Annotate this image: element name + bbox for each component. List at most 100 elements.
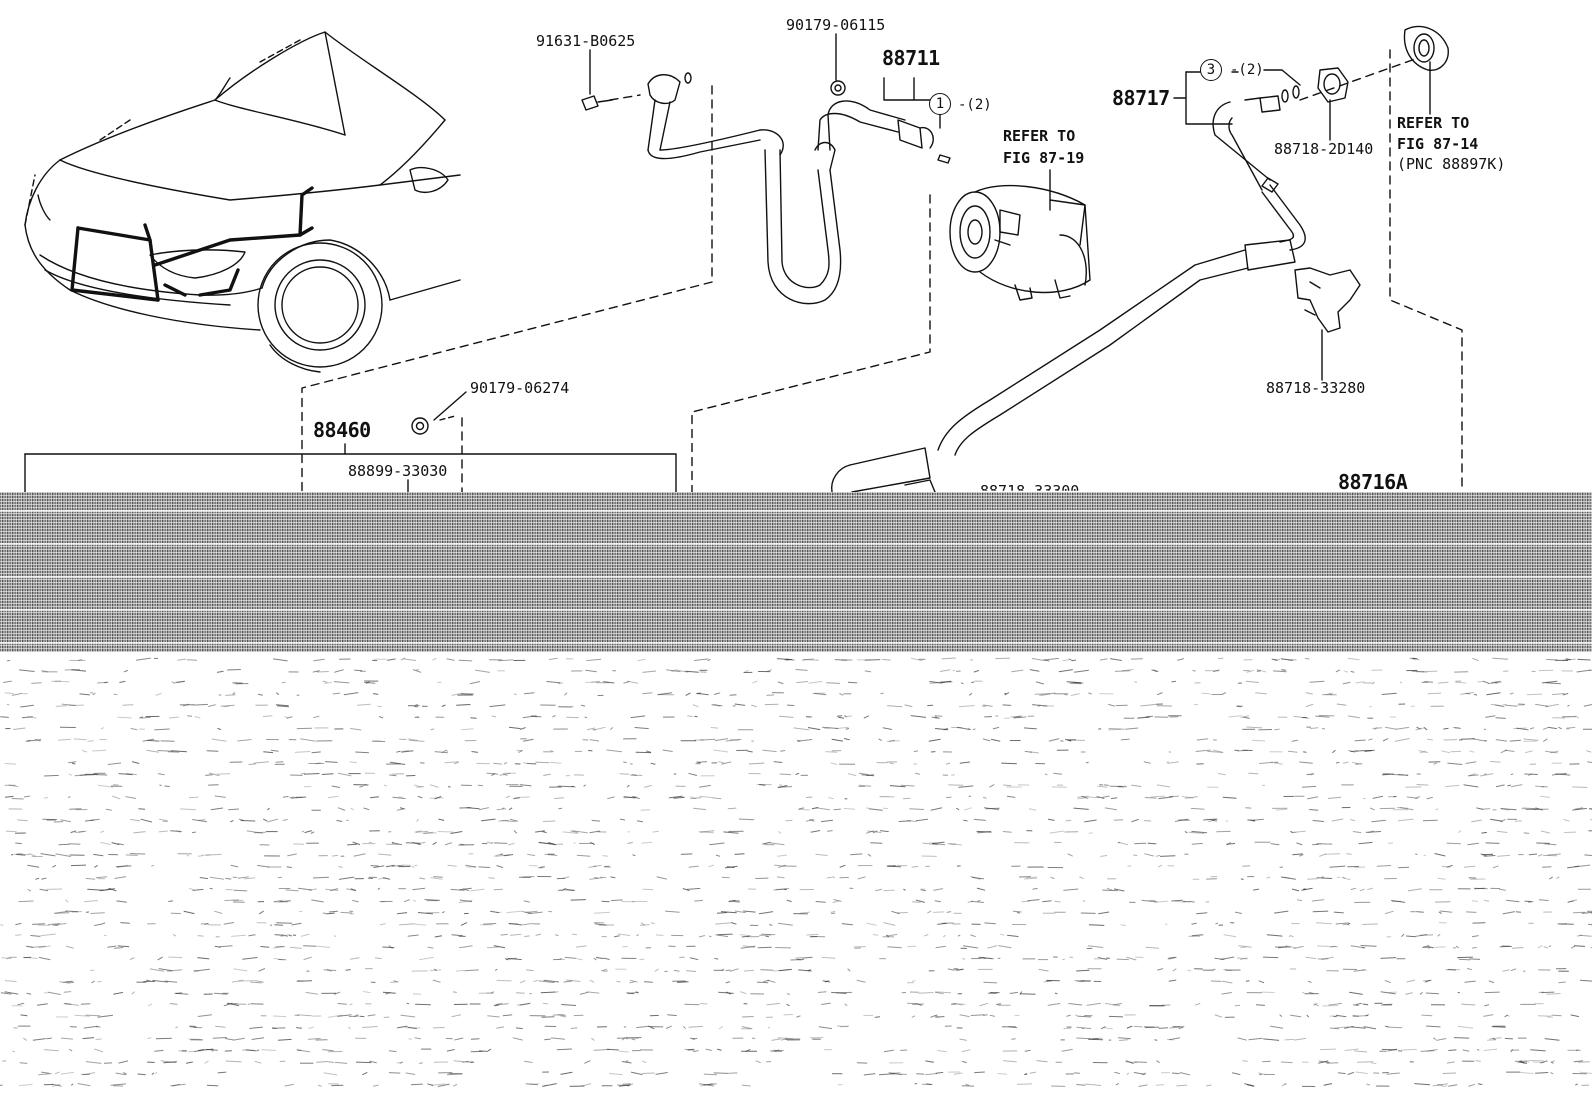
speckle-dash: [48, 992, 61, 994]
speckle-dash: [1387, 1027, 1402, 1028]
speckle-dash: [842, 924, 853, 925]
speckle-dash: [714, 1073, 729, 1074]
speckle-dash: [86, 912, 89, 913]
speckle-dash: [935, 716, 943, 717]
speckle-dash: [397, 809, 406, 811]
speckle-dash: [1353, 832, 1361, 833]
speckle-dash: [5, 764, 16, 765]
speckle-dash: [106, 809, 112, 810]
speckle-dash: [433, 658, 437, 660]
speckle-dash: [706, 1049, 712, 1050]
speckle-dash: [86, 1015, 101, 1016]
speckle-dash: [1085, 1084, 1101, 1086]
speckle-dash: [44, 775, 59, 776]
speckle-dash: [132, 762, 139, 764]
refer-fig-87-14-line2: FIG 87-14: [1397, 137, 1478, 152]
speckle-dash: [1577, 935, 1582, 936]
speckle-dash: [960, 1015, 970, 1017]
speckle-dash: [1546, 994, 1560, 995]
speckle-dash: [1115, 671, 1130, 672]
speckle-dash: [796, 1016, 800, 1017]
speckle-dash: [1109, 729, 1125, 730]
speckle-dash: [642, 1061, 646, 1063]
speckle-dash: [219, 946, 232, 947]
speckle-dash: [1428, 693, 1442, 694]
speckle-dash: [453, 992, 457, 993]
speckle-dash: [683, 1026, 686, 1029]
speckle-dash: [1271, 844, 1280, 845]
speckle-dash: [549, 658, 558, 659]
speckle-dash: [592, 820, 600, 821]
speckle-dash: [1191, 808, 1205, 809]
speckle-dash: [822, 957, 835, 958]
speckle-dash: [159, 785, 161, 786]
speckle-dash: [285, 1084, 294, 1086]
speckle-dash: [17, 820, 27, 821]
speckle-dash: [1322, 728, 1325, 729]
speckle-dash: [971, 901, 984, 902]
speckle-dash: [1213, 740, 1217, 741]
speckle-dash: [735, 854, 745, 855]
speckle-dash: [1241, 879, 1244, 880]
speckle-dash: [819, 1027, 832, 1029]
speckle-dash: [912, 866, 919, 867]
speckle-dash: [642, 693, 652, 694]
speckle-dash: [1472, 947, 1477, 948]
speckle-dash: [252, 1038, 264, 1040]
speckle-dash: [55, 1072, 59, 1074]
speckle-dash: [298, 888, 312, 890]
speckle-dash: [1276, 809, 1287, 810]
speckle-dash: [1369, 706, 1372, 707]
speckle-dash: [742, 1017, 754, 1018]
speckle-dash: [557, 1049, 572, 1050]
speckle-dash: [1398, 867, 1409, 868]
speckle-dash: [798, 809, 810, 810]
speckle-dash: [887, 741, 900, 742]
speckle-dash: [1445, 785, 1459, 786]
speckle-dash: [887, 706, 902, 707]
speckle-dash: [1010, 992, 1018, 993]
speckle-dash: [317, 672, 329, 673]
speckle-dash: [1433, 1038, 1436, 1039]
speckle-dash: [210, 877, 224, 879]
speckle-dash: [370, 797, 379, 798]
speckle-dash: [258, 694, 263, 695]
speckle-dash: [796, 682, 808, 683]
speckle-dash: [1029, 809, 1036, 811]
speckle-dash: [1077, 798, 1086, 799]
speckle-dash: [907, 946, 916, 947]
speckle-dash: [762, 842, 770, 844]
speckle-dash: [187, 716, 192, 717]
speckle-dash: [774, 762, 783, 763]
speckle-dash: [1235, 912, 1242, 913]
speckle-dash: [416, 704, 418, 705]
speckle-dash: [244, 878, 255, 879]
speckle-dash: [93, 854, 103, 855]
speckle-dash: [287, 854, 297, 856]
speckle-dash: [491, 843, 493, 844]
speckle-dash: [378, 854, 391, 855]
speckle-dash: [1347, 923, 1350, 925]
speckle-dash: [430, 798, 444, 799]
speckle-dash: [602, 856, 608, 857]
speckle-dash: [961, 683, 963, 684]
speckle-dash: [963, 820, 967, 821]
speckle-dash: [230, 821, 233, 822]
speckle-dash: [1167, 1039, 1174, 1040]
speckle-dash: [495, 969, 497, 970]
speckle-dash: [1497, 855, 1510, 856]
speckle-dash: [1188, 970, 1192, 971]
speckle-dash: [963, 946, 978, 948]
speckle-dash: [479, 808, 489, 810]
speckle-dash: [540, 867, 545, 868]
speckle-dash: [275, 935, 283, 936]
speckle-dash: [958, 786, 973, 788]
speckle-dash: [29, 854, 36, 857]
speckle-dash: [286, 890, 299, 891]
speckle-dash: [818, 992, 827, 993]
speckle-dash: [347, 844, 357, 845]
speckle-dash: [111, 1084, 126, 1085]
speckle-dash: [1464, 785, 1479, 787]
speckle-dash: [313, 716, 319, 718]
speckle-dash: [742, 1085, 751, 1086]
